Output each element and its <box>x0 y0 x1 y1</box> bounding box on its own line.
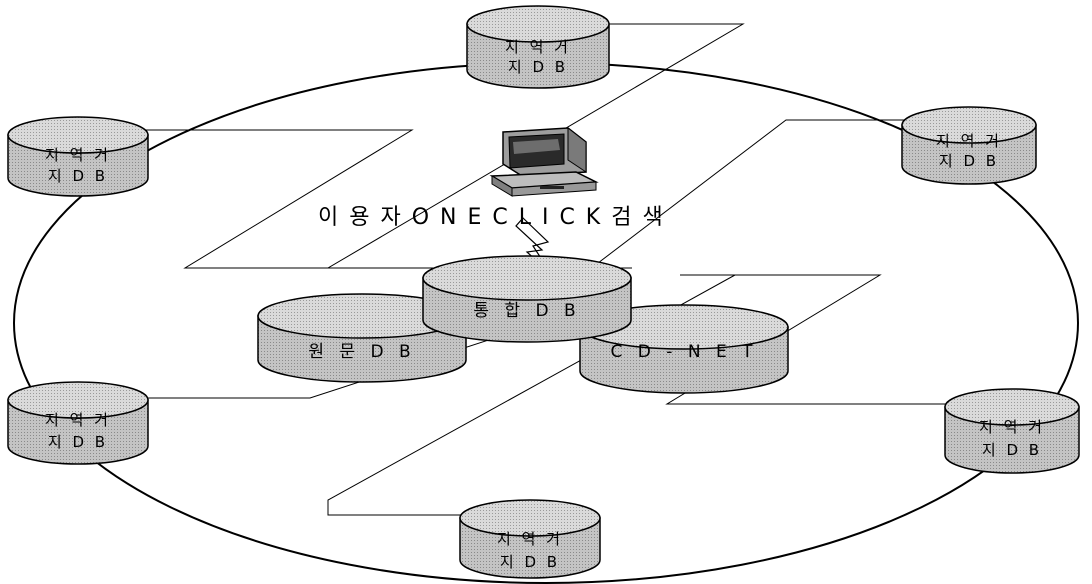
fulltext-db-label: 원 문 D B <box>308 342 415 362</box>
integrated-db-label: 통 합 D B <box>473 301 580 321</box>
regional-db-label: 지 역 거 <box>979 418 1045 436</box>
regional-db-bottom[interactable]: 지 역 거 지 D B <box>459 499 601 579</box>
regional-db-label: 지 역 거 <box>45 146 111 164</box>
regional-db-label: 지 역 거 <box>505 38 571 56</box>
regional-db-label: 지 역 거 <box>45 411 111 429</box>
regional-db-label: 지 D B <box>982 441 1042 459</box>
regional-db-lower-left[interactable]: 지 역 거 지 D B <box>7 381 149 465</box>
regional-db-label: 지 D B <box>500 553 560 571</box>
regional-db-top[interactable]: 지 역 거 지 D B <box>466 5 610 89</box>
regional-db-label: 지 D B <box>48 433 108 451</box>
fulltext-db[interactable]: 원 문 D B <box>257 293 467 383</box>
integrated-db[interactable]: 통 합 D B <box>422 255 632 343</box>
regional-db-lower-right[interactable]: 지 역 거 지 D B <box>944 388 1080 474</box>
regional-db-label: 지 역 거 <box>936 132 1002 150</box>
regional-db-label: 지 D B <box>939 152 999 170</box>
cdnet-db[interactable]: C D - N E T <box>579 304 789 394</box>
regional-db-upper-left[interactable]: 지 역 거 지 D B <box>7 116 149 197</box>
regional-db-label: 지 D B <box>508 58 568 76</box>
user-caption: 이 용 자 O N E C L I C K 검 색 <box>318 205 665 230</box>
link-line-left <box>64 129 530 269</box>
link-line-bottom <box>327 274 736 516</box>
regional-db-label: 지 D B <box>48 167 108 185</box>
regional-db-upper-right[interactable]: 지 역 거 지 D B <box>901 106 1037 185</box>
regional-db-label: 지 역 거 <box>497 530 563 548</box>
desktop-computer-icon[interactable] <box>489 126 599 197</box>
cdnet-db-label: C D - N E T <box>611 342 758 362</box>
